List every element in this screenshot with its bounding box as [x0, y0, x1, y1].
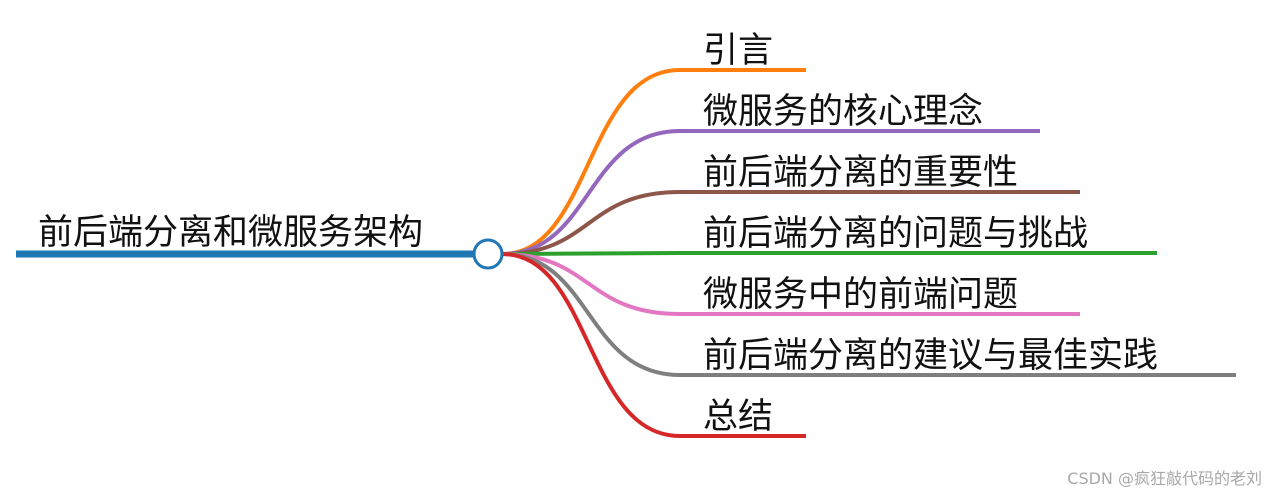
branch-topic-label[interactable]: 微服务的核心理念 [703, 92, 983, 132]
branch-connector [501, 129, 1040, 256]
branch-connector [501, 190, 1080, 256]
branch-connector [501, 252, 1236, 377]
branch-connector [501, 251, 1157, 256]
root-topic-label: 前后端分离和微服务架构 [38, 213, 423, 253]
branch-topic-label[interactable]: 引言 [703, 31, 773, 71]
branch-connector [501, 68, 806, 256]
branch-topic-label[interactable]: 总结 [703, 397, 773, 437]
branch-connectors [501, 68, 1236, 438]
root-node-circle[interactable] [472, 238, 504, 270]
watermark: CSDN @疯狂敲代码的老刘 [1067, 469, 1262, 488]
branch-topic-label[interactable]: 微服务中的前端问题 [703, 275, 1018, 315]
branch-connector [501, 252, 806, 438]
branch-topic-label[interactable]: 前后端分离的问题与挑战 [703, 214, 1088, 254]
branch-topic-label[interactable]: 前后端分离的重要性 [703, 153, 1018, 193]
branch-connector [501, 252, 1080, 316]
branch-topic-label[interactable]: 前后端分离的建议与最佳实践 [703, 336, 1158, 376]
branch-labels: 引言微服务的核心理念前后端分离的重要性前后端分离的问题与挑战微服务中的前端问题前… [703, 31, 1158, 437]
